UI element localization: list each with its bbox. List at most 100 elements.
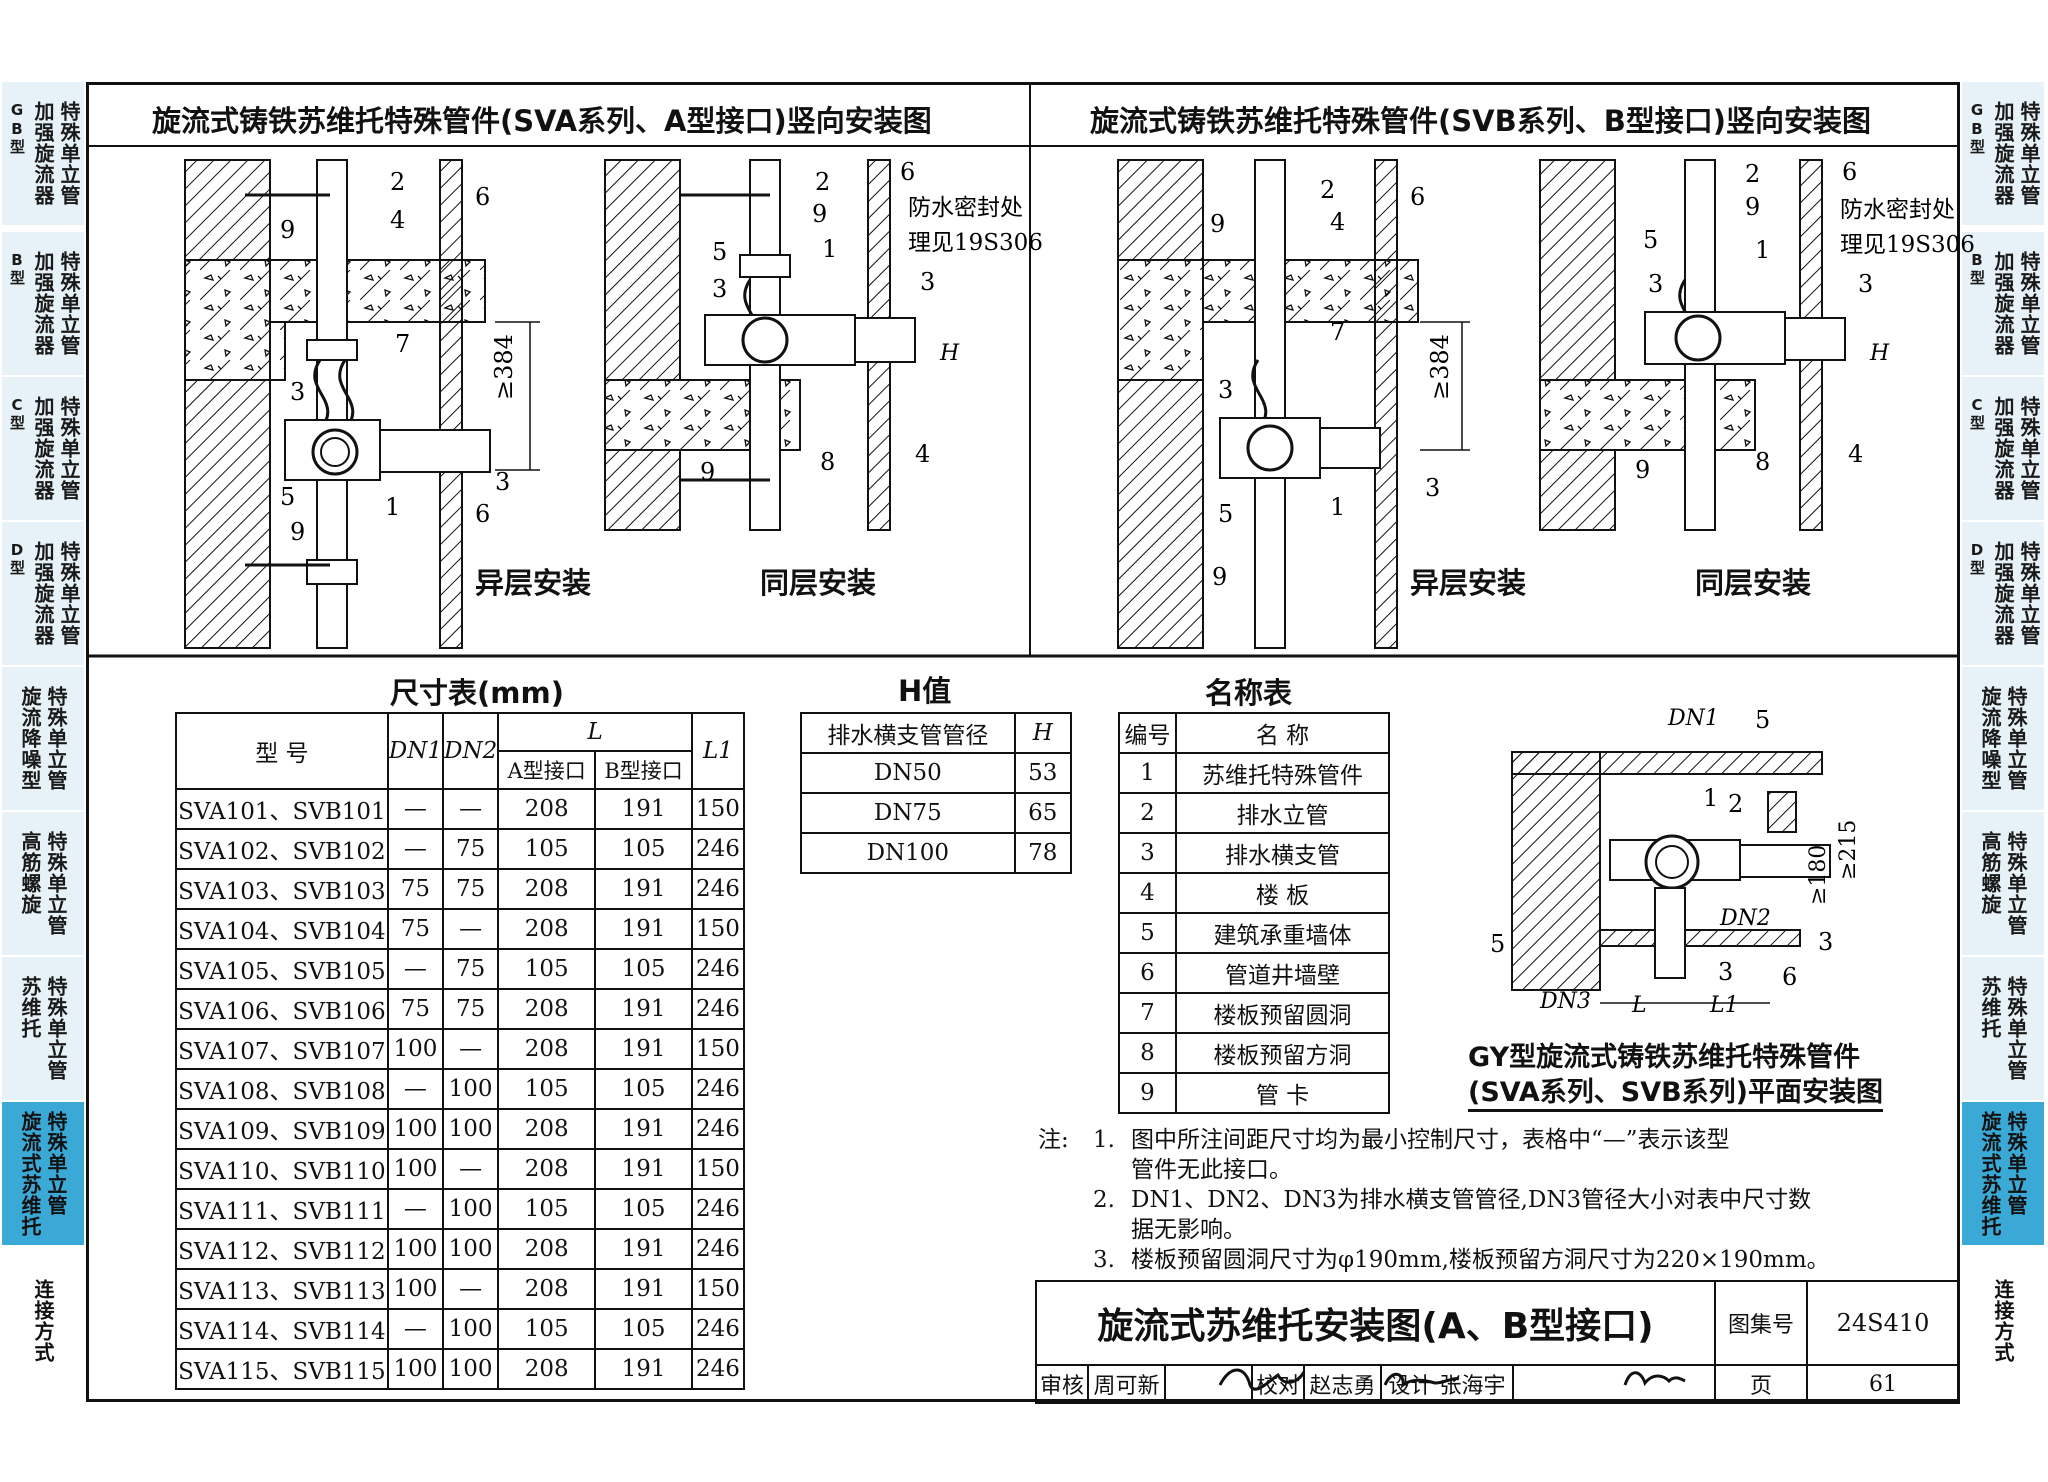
- sidebar-tab-sub: 苏维托: [18, 976, 42, 1039]
- size-table-cell: SVA107、SVB107: [175, 1028, 389, 1070]
- waterproof-ref-sva: 理见19S306: [908, 230, 1043, 256]
- size-table-cell: 105: [497, 828, 597, 870]
- name-col-name: 名 称: [1175, 712, 1390, 754]
- size-table-cell: 100: [386, 1108, 445, 1150]
- size-table-caption: 尺寸表(mm): [390, 676, 564, 710]
- note-1-line1: 图中所注间距尺寸均为最小控制尺寸，表格中“—”表示该型: [1131, 1127, 1730, 1153]
- svg-text:2: 2: [390, 168, 405, 196]
- svg-text:3: 3: [290, 378, 305, 406]
- note-2-line1: DN1、DN2、DN3为排水横支管管径,DN3管径大小对表中尺寸数: [1131, 1187, 1812, 1213]
- svg-text:1: 1: [385, 493, 400, 521]
- note-2-line2: 据无影响。: [1131, 1217, 1246, 1243]
- size-table-cell: SVA102、SVB102: [175, 828, 389, 870]
- size-table-cell: 100: [441, 1188, 500, 1230]
- size-table-cell: 246: [690, 988, 746, 1030]
- sidebar-tab-main: 特殊单立管: [57, 396, 81, 501]
- sidebar-tab-8[interactable]: 连接方式: [1962, 1247, 2044, 1397]
- svb-panel-title: 旋流式铸铁苏维托特殊管件(SVB系列、B型接口)竖向安装图: [1090, 104, 1872, 138]
- sidebar-tab-main: 特殊单立管: [2017, 251, 2041, 356]
- sidebar-tab-4[interactable]: 特殊单立管旋流降噪型: [1962, 667, 2044, 812]
- review-label: 审核: [1035, 1364, 1089, 1404]
- sidebar-tab-6[interactable]: 特殊单立管苏维托: [2, 957, 84, 1102]
- svg-text:6: 6: [1782, 963, 1797, 991]
- size-table-cell: 105: [594, 948, 693, 990]
- name-table-cell: 建筑承重墙体: [1175, 912, 1390, 954]
- designer-name: 张海宇: [1439, 1374, 1506, 1399]
- sidebar-tab-main: 特殊单立管: [57, 101, 81, 206]
- svg-text:2: 2: [815, 168, 830, 196]
- sidebar-tab-sub: 加强旋流器: [1991, 396, 2015, 501]
- sidebar-tab-main: 特殊单立管: [2017, 101, 2041, 206]
- svg-text:1: 1: [1330, 493, 1345, 521]
- svg-text:3: 3: [1648, 270, 1663, 298]
- name-table-cell: 苏维托特殊管件: [1175, 752, 1390, 794]
- size-table-cell: 246: [690, 948, 746, 990]
- size-table-cell: 100: [386, 1028, 445, 1070]
- reviewer-name: 周可新: [1087, 1364, 1166, 1404]
- sidebar-tab-6[interactable]: 特殊单立管苏维托: [1962, 957, 2044, 1102]
- h-col-pipe: 排水横支管管径: [800, 712, 1016, 754]
- size-table-cell: 208: [497, 908, 597, 950]
- svg-text:3: 3: [1425, 474, 1440, 502]
- svg-text:9: 9: [1210, 210, 1225, 238]
- sidebar-tab-sub: 加强旋流器: [1991, 101, 2015, 206]
- sva-panel-title: 旋流式铸铁苏维托特殊管件(SVA系列、A型接口)竖向安装图: [152, 104, 932, 138]
- name-table-cell: 9: [1118, 1072, 1177, 1114]
- sidebar-tab-main: 特殊单立管: [57, 251, 81, 356]
- sidebar-tab-8[interactable]: 连接方式: [2, 1247, 84, 1397]
- svg-text:4: 4: [1848, 440, 1863, 468]
- size-table-cell: —: [386, 948, 445, 990]
- atlas-number: 24S410: [1806, 1280, 1960, 1366]
- svg-text:1: 1: [1755, 236, 1770, 264]
- size-table-cell: —: [441, 1148, 500, 1190]
- waterproof-note-svb: 防水密封处: [1840, 197, 1955, 223]
- sidebar-tab-5[interactable]: 特殊单立管高筋螺旋: [2, 812, 84, 957]
- size-table-cell: —: [386, 1308, 445, 1350]
- size-table-cell: 100: [386, 1268, 445, 1310]
- note-2-num: 2.: [1093, 1187, 1115, 1213]
- sidebar-tab-7[interactable]: 特殊单立管旋流式苏维托: [1962, 1102, 2044, 1247]
- size-table-cell: 105: [497, 1308, 597, 1350]
- sidebar-tab-4[interactable]: 特殊单立管旋流降噪型: [2, 667, 84, 812]
- sidebar-tab-5[interactable]: 特殊单立管高筋螺旋: [1962, 812, 2044, 957]
- size-table: 型 号 DN1 DN2 L L1 A型接口 B型接口 SVA101、SVB101…: [175, 712, 746, 1390]
- name-table-cell: 1: [1118, 752, 1177, 794]
- svg-text:3: 3: [1818, 928, 1833, 956]
- size-table-cell: 246: [690, 1228, 746, 1270]
- sidebar-tab-type: C型: [1968, 396, 1986, 431]
- sidebar-tab-sub: 加强旋流器: [31, 101, 55, 206]
- size-table-cell: 105: [594, 828, 693, 870]
- svg-text:6: 6: [1410, 183, 1425, 211]
- sidebar-tab-type: C型: [8, 396, 26, 431]
- name-table-cell: 管 卡: [1175, 1072, 1390, 1114]
- name-table-cell: 排水立管: [1175, 792, 1390, 834]
- svg-text:3: 3: [1858, 270, 1873, 298]
- size-table-cell: 191: [594, 1348, 693, 1390]
- sidebar-tab-main: 连接方式: [1991, 1279, 2015, 1363]
- sidebar-tab-sub: 高筋螺旋: [18, 831, 42, 915]
- sidebar-tab-sub: 加强旋流器: [31, 251, 55, 356]
- h-table-cell: DN100: [800, 832, 1016, 874]
- note-3-num: 3.: [1093, 1247, 1115, 1273]
- size-col-L: L: [497, 712, 693, 752]
- sidebar-tab-main: 特殊单立管: [2004, 831, 2028, 936]
- svg-text:5: 5: [280, 483, 295, 511]
- size-table-cell: SVA115、SVB115: [175, 1348, 389, 1390]
- sidebar-tab-7[interactable]: 特殊单立管旋流式苏维托: [2, 1102, 84, 1247]
